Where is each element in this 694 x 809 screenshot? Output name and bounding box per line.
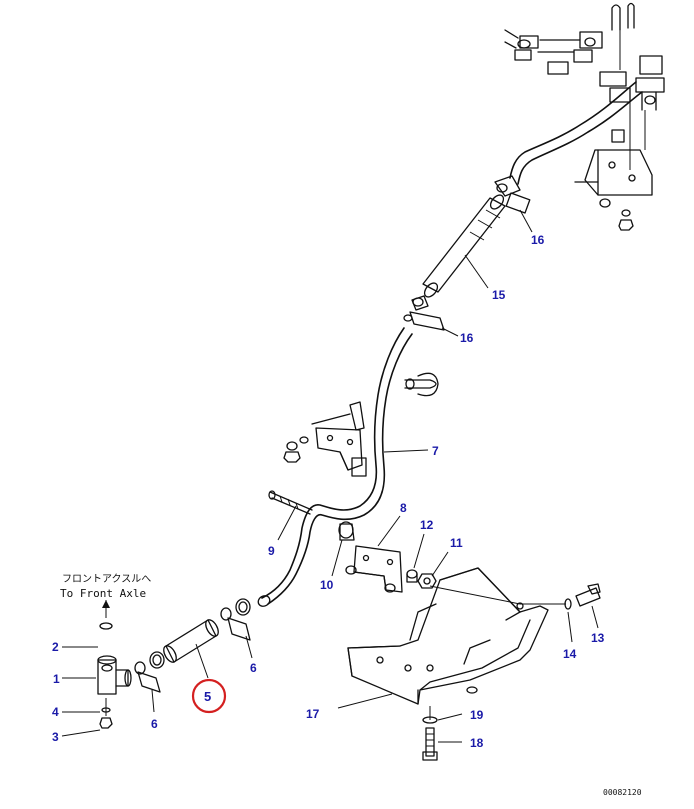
part-15-hose [422,194,506,298]
middle-bracket [283,372,439,477]
part-11-nut [417,551,449,589]
callout-17[interactable]: 17 [306,707,320,721]
callout-15[interactable]: 15 [492,288,506,302]
part-6-clamp-right [220,598,253,659]
part-10-clamp [331,521,355,577]
callout-4[interactable]: 4 [52,705,59,719]
right-mount-bracket [574,129,653,231]
callout-12[interactable]: 12 [420,518,434,532]
callout-10[interactable]: 10 [320,578,334,592]
callout-6-left[interactable]: 6 [151,717,158,731]
callout-2[interactable]: 2 [52,640,59,654]
upper-pipe [509,81,643,185]
part-17-guard [337,567,549,709]
part-8-plate [345,515,403,593]
callout-16-lower[interactable]: 16 [460,331,474,345]
callout-9[interactable]: 9 [268,544,275,558]
note-english: To Front Axle [60,587,146,600]
part-6-clamp-left [134,651,165,713]
front-axle-arrow [102,600,110,618]
callout-16-upper[interactable]: 16 [531,233,545,247]
callout-7[interactable]: 7 [432,444,439,458]
callout-3[interactable]: 3 [52,730,59,744]
callout-11[interactable]: 11 [450,536,463,550]
note-japanese: フロントアクスルへ [62,573,151,585]
callout-1[interactable]: 1 [53,672,60,686]
part-1-4-fitting-group [61,622,132,737]
part-16-upper-fitting [494,175,533,233]
callout-19[interactable]: 19 [470,708,484,722]
callout-14[interactable]: 14 [563,647,577,661]
part-7-pipe [257,327,429,607]
highlight-ring-part-5 [191,678,227,714]
callout-13[interactable]: 13 [591,631,605,645]
top-fittings-assembly [504,2,665,170]
callout-5[interactable]: 5 [204,689,211,704]
part-9-stud [268,490,313,541]
part-5-hose [163,619,219,679]
callout-6-right[interactable]: 6 [250,661,257,675]
part-12-bolt [406,533,425,583]
part-18-19-bolt-washer [422,706,463,761]
drawing-number: 00082120 [603,788,642,797]
part-13-14-bolt-washer [429,583,601,643]
callout-18[interactable]: 18 [470,736,484,750]
part-16-lower-fitting [403,295,459,337]
callout-8[interactable]: 8 [400,501,407,515]
